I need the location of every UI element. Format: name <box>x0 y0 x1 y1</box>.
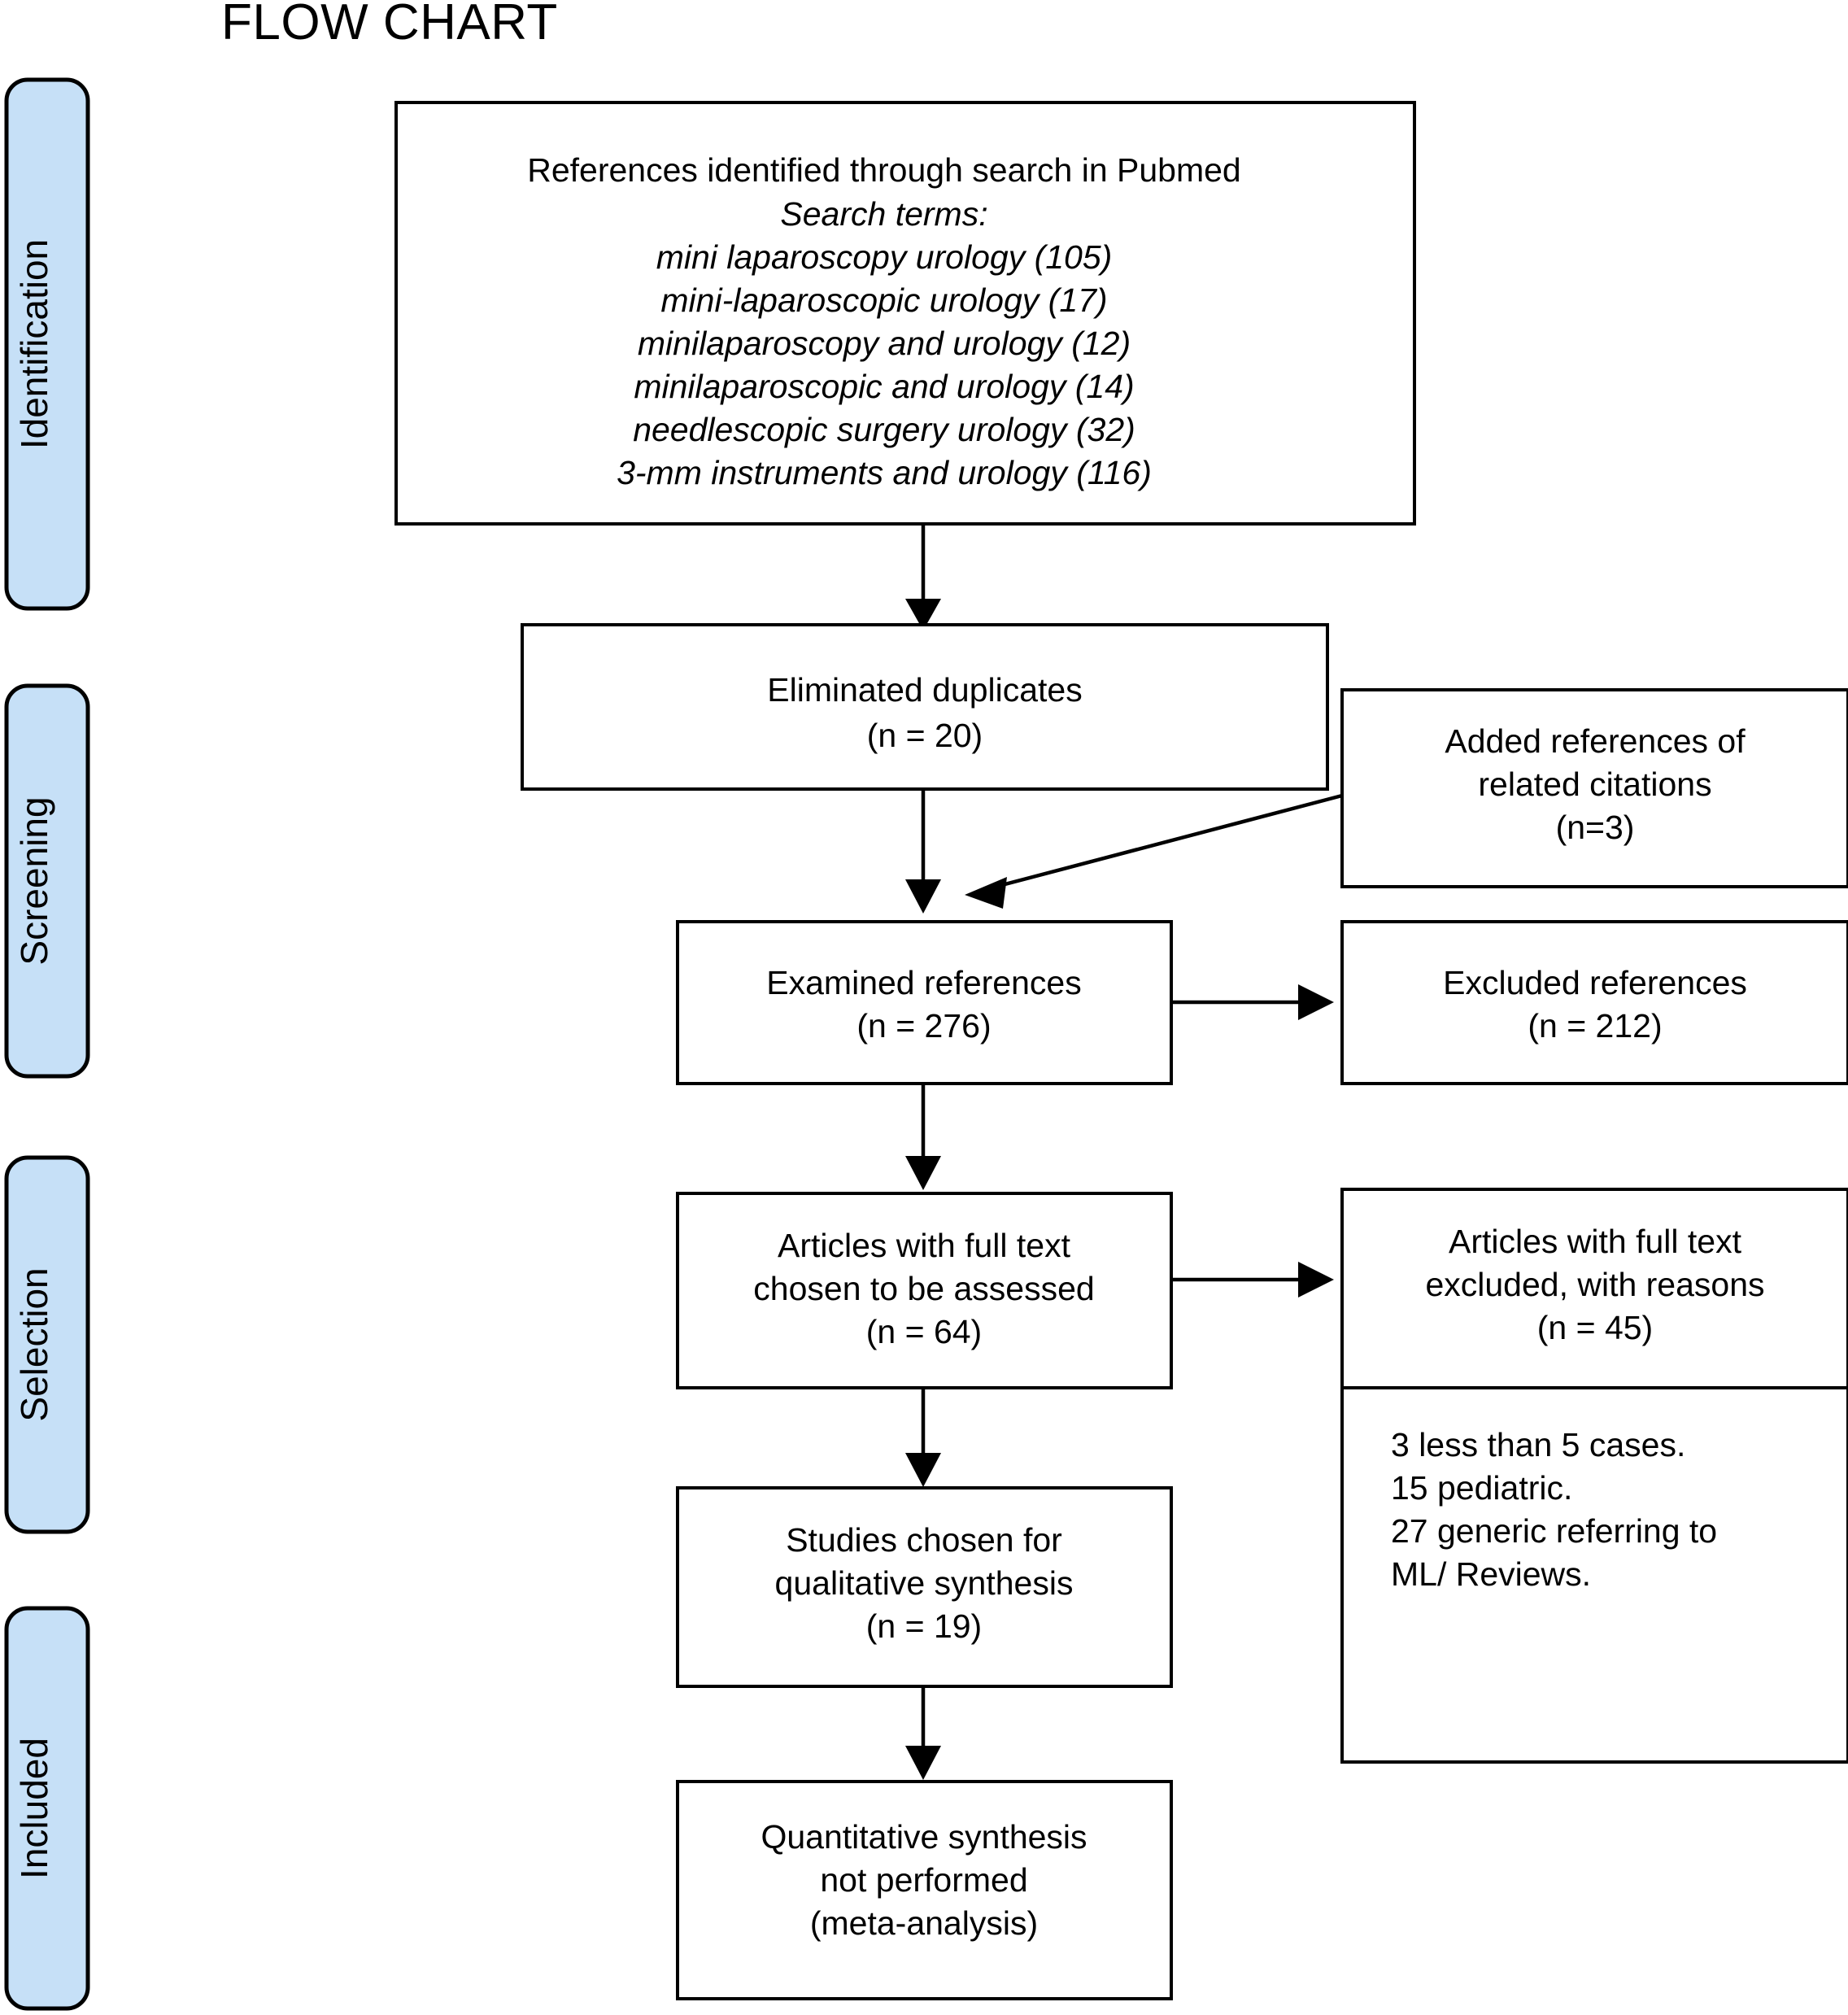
box-references-identified-rect <box>394 101 1416 526</box>
box-references-identified-line-1: References identified through search in … <box>527 151 1240 189</box>
arrowhead-qualitative-to-quantitative <box>905 1746 941 1780</box>
box-examined-references-rect <box>676 920 1173 1085</box>
arrowhead-examined-to-excluded <box>1298 984 1334 1020</box>
box-references-identified-line-8: 3-mm instruments and urology (116) <box>617 454 1152 491</box>
box-exclusion-reasons-line-1: 3 less than 5 cases. <box>1391 1426 1685 1463</box>
stage-band-identification[interactable]: Identification <box>4 77 90 611</box>
box-examined-references-line-2: (n = 276) <box>856 1007 991 1045</box>
box-fulltext-assessed-line-2: chosen to be assessed <box>753 1270 1094 1307</box>
box-quantitative-synthesis-line-3: (meta-analysis) <box>810 1904 1038 1942</box>
box-references-identified-line-4: mini-laparoscopic urology (17) <box>660 281 1107 319</box>
stage-band-identification-rect <box>4 77 90 611</box>
stage-band-included[interactable]: Included <box>4 1606 90 2011</box>
box-references-identified-line-5: minilaparoscopy and urology (12) <box>638 325 1131 362</box>
box-qualitative-synthesis-rect <box>676 1486 1173 1688</box>
stage-band-included-label: Included <box>13 1738 55 1879</box>
box-fulltext-assessed[interactable]: Articles with full text chosen to be ass… <box>676 1192 1173 1389</box>
box-added-references-rect <box>1340 688 1848 888</box>
box-exclusion-reasons[interactable]: 3 less than 5 cases. 15 pediatric. 27 ge… <box>1340 1386 1848 1764</box>
box-qualitative-synthesis[interactable]: Studies chosen for qualitative synthesis… <box>676 1486 1173 1688</box>
box-exclusion-reasons-line-3: 27 generic referring to <box>1391 1512 1717 1550</box>
stage-band-screening-rect <box>4 683 90 1079</box>
box-fulltext-excluded[interactable]: Articles with full text excluded, with r… <box>1340 1188 1848 1389</box>
box-fulltext-excluded-rect <box>1340 1188 1848 1389</box>
box-quantitative-synthesis-line-1: Quantitative synthesis <box>761 1818 1087 1856</box>
box-references-identified-line-7: needlescopic surgery urology (32) <box>633 411 1135 448</box>
box-references-identified-line-2: Search terms: <box>780 195 987 233</box>
stage-band-screening[interactable]: Screening <box>4 683 90 1079</box>
arrowhead-duplicates-to-examined <box>905 879 941 914</box>
box-fulltext-excluded-line-3: (n = 45) <box>1537 1309 1653 1346</box>
box-added-references-line-3: (n=3) <box>1556 809 1635 846</box>
box-excluded-references-line-2: (n = 212) <box>1528 1007 1662 1045</box>
box-exclusion-reasons-rect <box>1340 1386 1848 1764</box>
box-exclusion-reasons-line-4: ML/ Reviews. <box>1391 1555 1591 1593</box>
box-fulltext-assessed-rect <box>676 1192 1173 1389</box>
connector-added-to-examined <box>979 793 1343 893</box>
box-added-references[interactable]: Added references of related citations (n… <box>1340 688 1848 888</box>
box-excluded-references[interactable]: Excluded references (n = 212) <box>1340 920 1848 1085</box>
box-examined-references-line-1: Examined references <box>766 964 1081 1001</box>
stage-band-selection-rect <box>4 1155 90 1534</box>
box-references-identified-line-6: minilaparoscopic and urology (14) <box>634 368 1134 405</box>
box-fulltext-assessed-line-1: Articles with full text <box>778 1227 1071 1264</box>
box-added-references-line-2: related citations <box>1478 765 1711 803</box>
box-examined-references[interactable]: Examined references (n = 276) <box>676 920 1173 1085</box>
box-fulltext-excluded-line-2: excluded, with reasons <box>1425 1266 1764 1303</box>
box-qualitative-synthesis-line-1: Studies chosen for <box>786 1521 1062 1559</box>
box-qualitative-synthesis-line-3: (n = 19) <box>866 1607 982 1645</box>
box-eliminated-duplicates-rect <box>521 623 1329 791</box>
box-quantitative-synthesis-line-2: not performed <box>820 1861 1027 1899</box>
stage-band-selection[interactable]: Selection <box>4 1155 90 1534</box>
page-title: FLOW CHART <box>221 0 558 50</box>
box-eliminated-duplicates-line-2: (n = 20) <box>867 717 983 754</box>
arrowhead-fulltext-to-excluded <box>1298 1262 1334 1298</box>
box-eliminated-duplicates-line-1: Eliminated duplicates <box>767 671 1082 709</box>
arrowhead-examined-to-fulltext <box>905 1156 941 1190</box>
stage-band-selection-label: Selection <box>13 1267 55 1421</box>
arrowhead-added-to-examined <box>965 877 1007 909</box>
box-quantitative-synthesis-rect <box>676 1780 1173 2000</box>
box-added-references-line-1: Added references of <box>1445 722 1746 760</box>
box-references-identified-line-3: mini laparoscopy urology (105) <box>656 238 1113 276</box>
stage-band-included-rect <box>4 1606 90 2011</box>
box-excluded-references-rect <box>1340 920 1848 1085</box>
box-eliminated-duplicates[interactable]: Eliminated duplicates (n = 20) <box>521 623 1329 791</box>
box-qualitative-synthesis-line-2: qualitative synthesis <box>775 1564 1074 1602</box>
box-exclusion-reasons-line-2: 15 pediatric. <box>1391 1469 1572 1507</box>
box-references-identified[interactable]: References identified through search in … <box>394 101 1416 526</box>
stage-band-identification-label: Identification <box>13 239 55 449</box>
box-quantitative-synthesis[interactable]: Quantitative synthesis not performed (me… <box>676 1780 1173 2000</box>
arrowhead-identified-to-duplicates <box>905 599 941 630</box>
stage-band-screening-label: Screening <box>13 796 55 965</box>
box-fulltext-excluded-line-1: Articles with full text <box>1449 1223 1742 1260</box>
box-excluded-references-line-1: Excluded references <box>1443 964 1747 1001</box>
arrowhead-fulltext-to-qualitative <box>905 1453 941 1487</box>
box-fulltext-assessed-line-3: (n = 64) <box>866 1313 982 1350</box>
